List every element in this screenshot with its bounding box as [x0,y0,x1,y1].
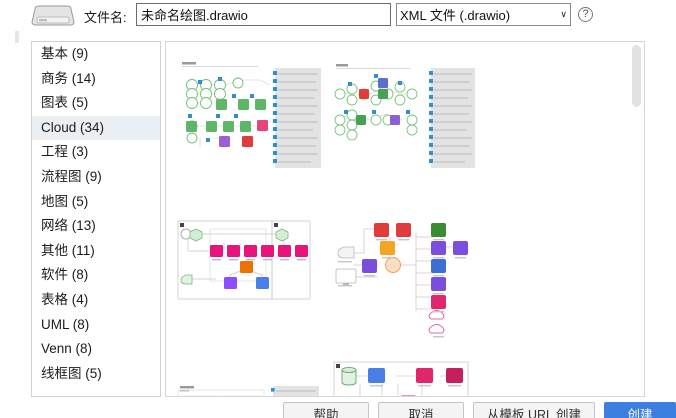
sidebar-item-venn[interactable]: Venn (8) [41,341,93,357]
template-gallery[interactable] [165,41,645,397]
sidebar-item-charts[interactable]: 图表 (5) [41,95,89,111]
thumbnail-art [177,220,311,300]
template-thumbnail[interactable] [330,354,482,396]
create-button[interactable]: 创建 [604,402,676,418]
scrollbar-thumb[interactable] [632,45,641,107]
sidebar-item-tables[interactable]: 表格 (4) [41,291,89,307]
filetype-value: XML 文件 (.drawio) [400,8,511,23]
template-thumbnail[interactable] [174,203,326,348]
sidebar-item-business[interactable]: 商务 (14) [41,70,96,86]
sidebar-item-wireframe[interactable]: 线框图 (5) [41,365,102,381]
divider [15,31,19,43]
help-button[interactable]: 帮助 [283,402,369,418]
sidebar-item-network[interactable]: 网络 (13) [41,218,96,234]
thumbnail-art [182,62,321,168]
thumbnail-art [335,223,468,338]
template-thumbnail[interactable] [174,52,326,197]
chevron-down-icon: ∨ [560,9,567,19]
sidebar-item-cloud[interactable]: Cloud (34) [32,115,160,141]
sidebar-item-software[interactable]: 软件 (8) [41,267,89,283]
template-thumbnail[interactable] [330,52,482,197]
filename-label: 文件名: [84,10,127,25]
help-icon[interactable]: ? [578,7,593,22]
drive-icon [31,5,75,26]
thumbnail-art [177,386,319,396]
cancel-button[interactable]: 取消 [378,402,464,418]
dialog-header: 文件名: XML 文件 (.drawio) ∨ ? [0,0,676,32]
template-thumbnail[interactable] [330,203,482,348]
sidebar-item-other[interactable]: 其他 (11) [41,242,95,258]
thumbnail-art [333,361,469,396]
thumbnail-art [334,64,475,168]
sidebar-item-flowchart[interactable]: 流程图 (9) [41,168,102,184]
sidebar-item-basic[interactable]: 基本 (9) [41,46,89,61]
sidebar-item-engineering[interactable]: 工程 (3) [41,144,89,160]
filetype-select[interactable]: XML 文件 (.drawio) ∨ [396,3,571,26]
template-grid [166,42,644,396]
category-sidebar[interactable]: 基本 (9) 商务 (14) 图表 (5) Cloud (34) 工程 (3) … [31,41,161,397]
sidebar-item-uml[interactable]: UML (8) [41,316,90,332]
template-thumbnail[interactable] [174,354,326,396]
template-scrollbar[interactable] [630,43,643,396]
sidebar-item-maps[interactable]: 地图 (5) [41,193,89,209]
filename-input[interactable] [136,3,391,26]
create-from-url-button[interactable]: 从模板 URL 创建 [473,402,595,418]
dialog-footer: 帮助 取消 从模板 URL 创建 创建 [0,402,676,418]
